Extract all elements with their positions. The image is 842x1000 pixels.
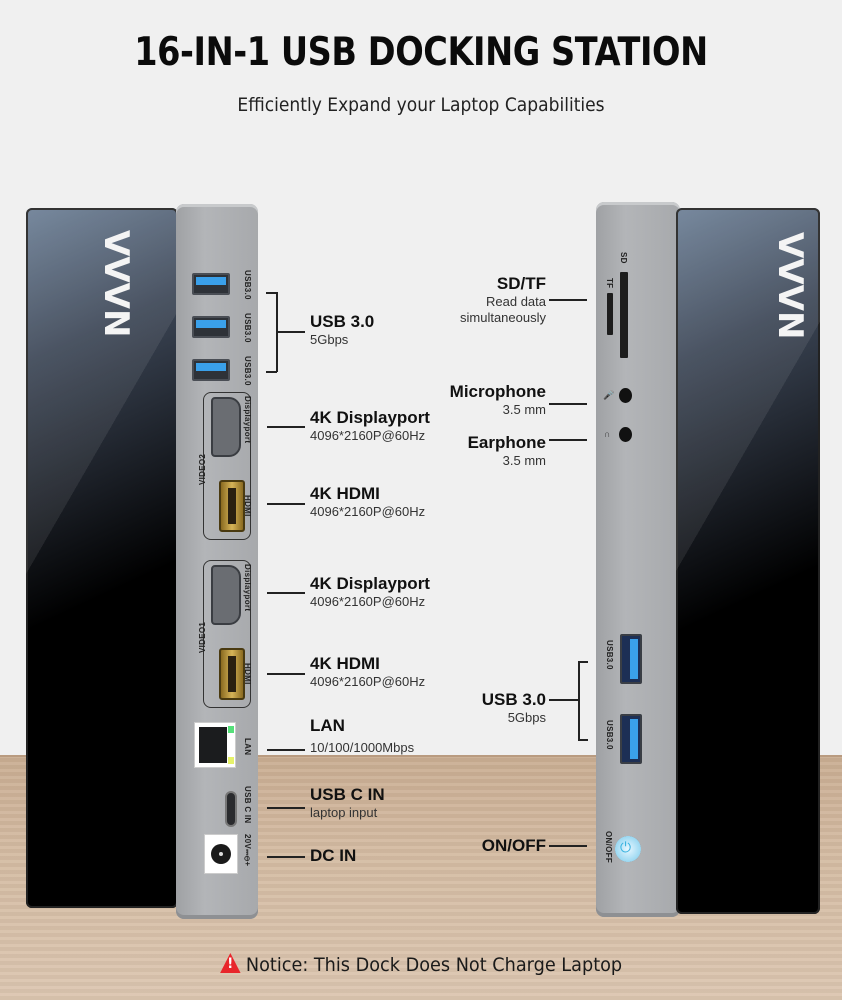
bracket-top (578, 661, 588, 663)
callout-microphone: Microphone 3.5 mm (449, 382, 546, 417)
desk-edge (0, 755, 842, 757)
lan-port-label: LAN (243, 738, 252, 756)
callout-lan: LAN 10/100/1000Mbps (310, 716, 415, 755)
tf-card-slot (607, 293, 613, 335)
callout-dp1: 4K Displayport 4096*2160P@60Hz (310, 574, 430, 609)
usb-port-label: USB3.0 (605, 720, 614, 750)
displayport-label: Displayport (243, 564, 252, 612)
lan-led-yellow (228, 757, 234, 764)
callout-line (267, 426, 305, 428)
sd-slot-label: SD (619, 252, 628, 264)
bracket-bottom (266, 371, 277, 373)
microphone-jack (619, 388, 632, 403)
usb-a-port-2 (192, 316, 230, 338)
callout-line (549, 699, 579, 701)
video2-port-group (203, 392, 251, 540)
callout-line (549, 299, 587, 301)
power-button[interactable]: ⏻ (615, 836, 641, 862)
page-title: 16-IN-1 USB DOCKING STATION (134, 30, 708, 75)
bracket-bottom (578, 739, 588, 741)
brand-logo-left: VVVN (96, 230, 136, 338)
page-subtitle: Efficiently Expand your Laptop Capabilit… (237, 94, 605, 116)
callout-dp2: 4K Displayport 4096*2160P@60Hz (310, 408, 430, 443)
dc-power-jack (204, 834, 238, 874)
bracket-top (266, 292, 277, 294)
callout-power: ON/OFF (481, 836, 546, 855)
usbc-port-label: USB C IN (243, 786, 252, 824)
callout-usb30-left: USB 3.0 5Gbps (310, 312, 375, 347)
callout-sdtf: SD/TF Read data simultaneously (460, 274, 546, 325)
usb-a-port-right-2 (620, 714, 642, 764)
ethernet-port (194, 722, 236, 768)
displayport-port-1 (211, 565, 241, 625)
hdmi-port-2 (219, 480, 245, 532)
usb-a-port-3 (192, 359, 230, 381)
notice-text: Notice: This Dock Does Not Charge Laptop (245, 954, 623, 976)
callout-dc: DC IN (310, 846, 357, 865)
callout-line (277, 331, 305, 333)
callout-hdmi2: 4K HDMI 4096*2160P@60Hz (310, 484, 426, 519)
dc-port-label: 20V⎓⊖+ (243, 834, 252, 867)
warning-triangle-icon (219, 953, 241, 973)
power-label: ON/OFF (604, 831, 613, 864)
usb-port-label: USB3.0 (243, 313, 252, 343)
displayport-port-2 (211, 397, 241, 457)
callout-usb30-right: USB 3.0 5Gbps (481, 690, 546, 725)
video1-label: VIDEO1 (198, 621, 207, 653)
callout-line (267, 503, 305, 505)
usb-port-label: USB3.0 (243, 270, 252, 300)
tf-slot-label: TF (605, 278, 614, 289)
callout-line (549, 845, 587, 847)
hdmi-label: HDMI (243, 495, 252, 517)
hdmi-port-1 (219, 648, 245, 700)
microphone-icon: 🎤 (603, 390, 615, 400)
video1-port-group (203, 560, 251, 708)
usb-port-label: USB3.0 (243, 356, 252, 386)
video2-label: VIDEO2 (198, 453, 207, 485)
hdmi-label: HDMI (243, 663, 252, 685)
callout-line (267, 856, 305, 858)
callout-hdmi1: 4K HDMI 4096*2160P@60Hz (310, 654, 426, 689)
right-dock-glass-panel (676, 208, 820, 914)
earphone-jack (619, 427, 632, 442)
callout-earphone: Earphone 3.5 mm (467, 433, 546, 468)
callout-line (267, 807, 305, 809)
brand-logo-right: VVVN (770, 232, 810, 340)
usb-bracket (276, 292, 278, 372)
displayport-label: Displayport (243, 396, 252, 444)
callout-line (267, 749, 305, 751)
callout-usbc: USB C IN laptop input (310, 785, 385, 820)
usb-c-port (225, 791, 237, 827)
callout-line (549, 439, 587, 441)
lan-led-green (228, 726, 234, 733)
usb-a-port-1 (192, 273, 230, 295)
headphone-icon: ∩ (604, 429, 611, 439)
callout-line (549, 403, 587, 405)
left-dock-glass-panel (26, 208, 178, 908)
callout-line (267, 673, 305, 675)
usb-port-label: USB3.0 (605, 640, 614, 670)
usb-bracket-right (578, 661, 580, 740)
usb-a-port-right-1 (620, 634, 642, 684)
notice-banner: Notice: This Dock Does Not Charge Laptop (29, 953, 812, 976)
callout-line (267, 592, 305, 594)
power-icon: ⏻ (620, 839, 632, 855)
sd-card-slot (620, 272, 628, 358)
